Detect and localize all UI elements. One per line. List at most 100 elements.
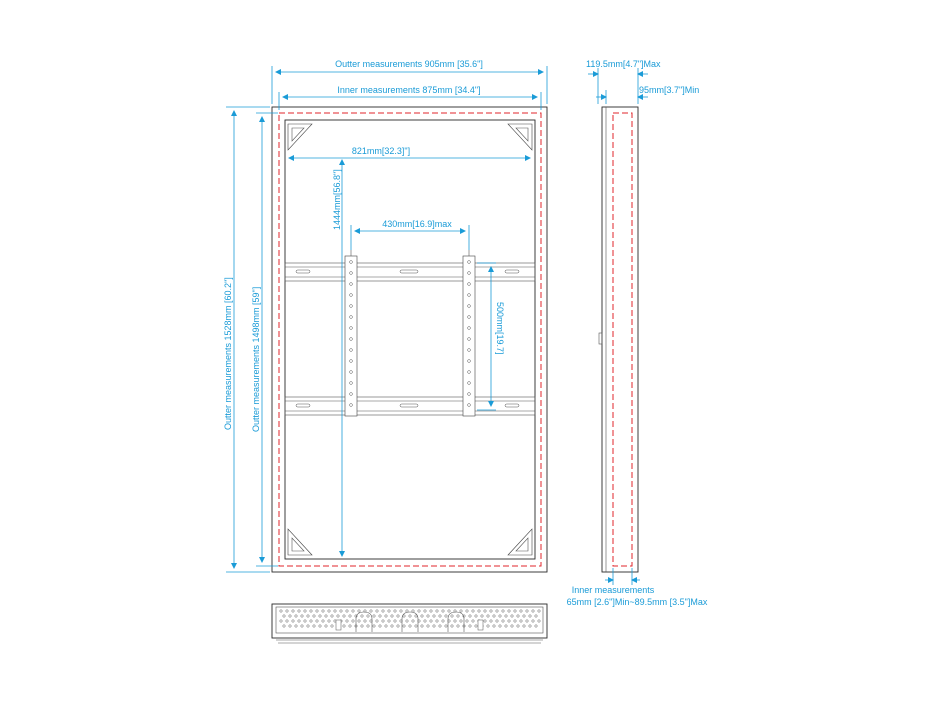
vent-hole xyxy=(504,614,508,618)
vent-hole xyxy=(465,619,469,623)
vent-hole xyxy=(309,619,313,623)
vent-hole xyxy=(510,624,514,628)
vent-hole xyxy=(378,624,382,628)
vent-hole xyxy=(342,624,346,628)
vent-hole xyxy=(381,609,385,613)
vent-hole xyxy=(390,624,394,628)
vent-hole xyxy=(303,619,307,623)
vent-hole xyxy=(390,614,394,618)
vent-hole xyxy=(297,609,301,613)
vent-hole xyxy=(534,614,538,618)
vent-hole xyxy=(300,614,304,618)
vent-hole xyxy=(315,619,319,623)
vent-hole xyxy=(474,624,478,628)
vent-hole xyxy=(330,614,334,618)
vent-hole xyxy=(357,609,361,613)
vent-hole xyxy=(528,614,532,618)
vent-hole xyxy=(420,624,424,628)
bottom-view xyxy=(271,603,548,644)
vent-hole xyxy=(438,614,442,618)
vent-hole xyxy=(372,614,376,618)
inner-width-label: Inner measurements 875mm [34.4"] xyxy=(337,85,480,95)
vent-hole xyxy=(453,619,457,623)
vent-hole xyxy=(513,609,517,613)
vent-hole xyxy=(279,619,283,623)
vent-hole xyxy=(525,619,529,623)
arm-hole xyxy=(349,260,353,264)
vent-hole xyxy=(339,609,343,613)
vent-hole xyxy=(420,614,424,618)
arm-hole xyxy=(467,315,471,319)
vent-hole xyxy=(279,609,283,613)
vent-hole xyxy=(288,624,292,628)
vent-hole xyxy=(294,614,298,618)
vent-hole xyxy=(486,614,490,618)
vent-hole xyxy=(384,624,388,628)
vent-hole xyxy=(492,614,496,618)
arm-hole xyxy=(467,282,471,286)
arm-hole xyxy=(349,282,353,286)
vent-hole xyxy=(450,624,454,628)
vent-hole xyxy=(291,619,295,623)
vent-hole xyxy=(441,619,445,623)
arm-hole xyxy=(349,293,353,297)
arm-hole xyxy=(467,348,471,352)
vent-hole xyxy=(336,614,340,618)
arm-hole xyxy=(467,326,471,330)
vent-hole xyxy=(411,619,415,623)
vent-hole xyxy=(297,619,301,623)
vent-hole xyxy=(333,609,337,613)
vent-hole xyxy=(327,619,331,623)
vent-hole xyxy=(291,609,295,613)
vent-hole xyxy=(294,624,298,628)
vent-hole xyxy=(492,624,496,628)
vent-hole xyxy=(318,614,322,618)
vent-hole xyxy=(408,624,412,628)
vent-hole xyxy=(435,619,439,623)
arm-hole xyxy=(349,403,353,407)
vent-hole xyxy=(444,624,448,628)
vent-hole xyxy=(405,609,409,613)
vent-hole xyxy=(321,609,325,613)
vent-hole xyxy=(324,614,328,618)
vent-hole xyxy=(474,614,478,618)
vent-hole xyxy=(504,624,508,628)
front-view: Outter measurements 905mm [35.6"] Inner … xyxy=(223,59,548,573)
arm-hole xyxy=(349,359,353,363)
vent-hole xyxy=(537,609,541,613)
vent-hole xyxy=(498,614,502,618)
vent-hole xyxy=(402,624,406,628)
vent-hole xyxy=(393,619,397,623)
vent-hole xyxy=(330,624,334,628)
vent-hole xyxy=(510,614,514,618)
arm-hole xyxy=(467,337,471,341)
vent-hole xyxy=(396,614,400,618)
vent-hole xyxy=(411,609,415,613)
vesa-height-label: 500mm[19.7] xyxy=(495,302,505,355)
vent-hole xyxy=(288,614,292,618)
vent-hole xyxy=(387,609,391,613)
outer-width-label: Outter measurements 905mm [35.6"] xyxy=(335,59,483,69)
vent-hole xyxy=(480,614,484,618)
vent-hole xyxy=(471,609,475,613)
vesa-width-label: 430mm[16.9]max xyxy=(382,219,452,229)
vent-hole xyxy=(369,609,373,613)
vent-hole xyxy=(486,624,490,628)
vent-hole xyxy=(348,624,352,628)
vent-hole xyxy=(387,619,391,623)
vent-hole xyxy=(531,609,535,613)
vent-hole xyxy=(423,619,427,623)
vent-hole xyxy=(495,619,499,623)
arm-hole xyxy=(349,392,353,396)
front-dimensions: Outter measurements 905mm [35.6"] Inner … xyxy=(223,59,548,573)
vent-hole xyxy=(312,614,316,618)
vent-hole xyxy=(384,614,388,618)
max-depth-label: 119.5mm[4.7"]Max xyxy=(586,59,661,69)
vent-hole xyxy=(303,609,307,613)
vent-hole xyxy=(396,624,400,628)
vent-hole xyxy=(375,619,379,623)
vent-hole xyxy=(489,619,493,623)
vent-hole xyxy=(327,609,331,613)
vent-hole xyxy=(342,614,346,618)
